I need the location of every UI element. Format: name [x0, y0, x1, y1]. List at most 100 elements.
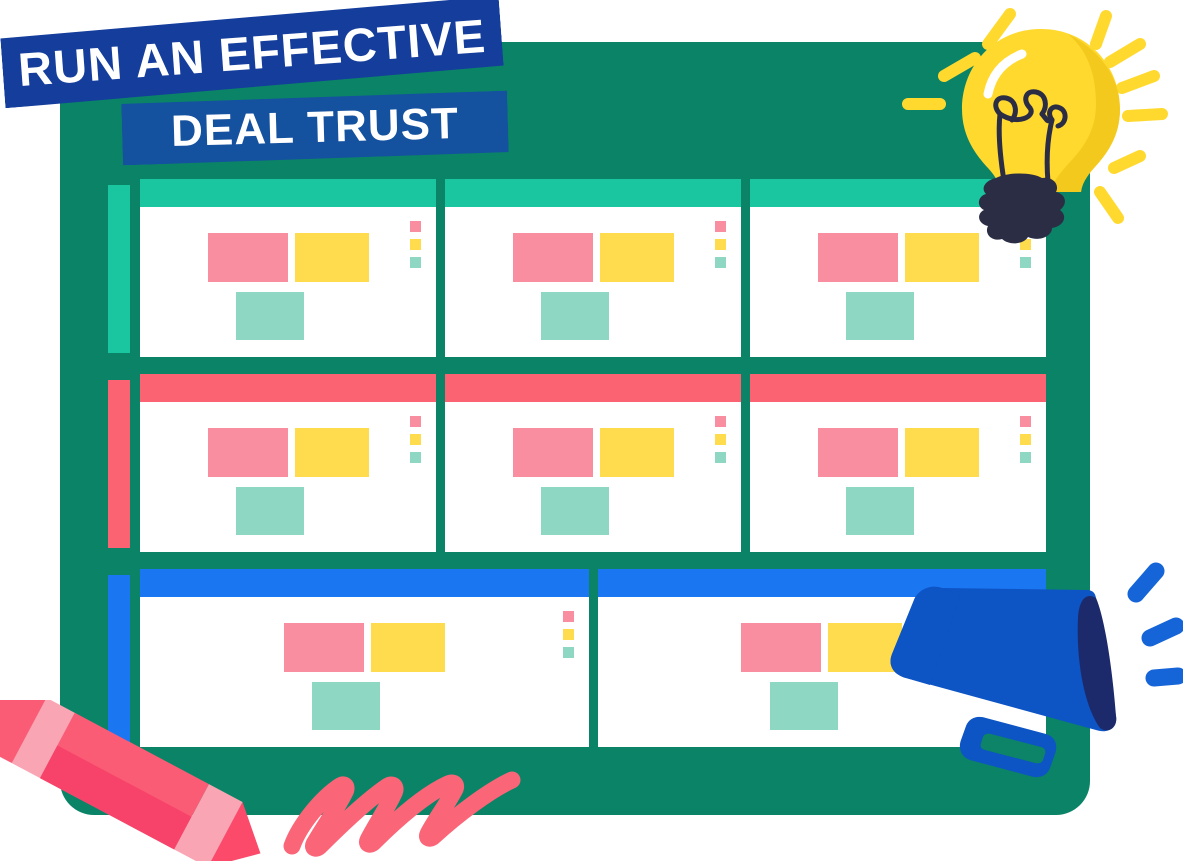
status-dot-yellow — [1020, 434, 1031, 445]
card-status-dots — [410, 416, 421, 463]
row-accent-bar-coral — [108, 380, 130, 548]
block-row-bottom — [140, 487, 436, 535]
status-dot-yellow — [410, 239, 421, 250]
card-2-1[interactable] — [140, 374, 436, 552]
block-row-top — [750, 233, 1046, 282]
block-row-bottom — [445, 487, 741, 535]
status-dot-pink — [410, 416, 421, 427]
block-row-bottom — [750, 292, 1046, 340]
block-row-bottom — [140, 682, 589, 730]
block-row-top — [598, 623, 1047, 672]
lightbulb-icon — [900, 0, 1183, 246]
row-cards — [140, 374, 1046, 552]
megaphone-back — [890, 586, 960, 685]
card-body — [445, 402, 741, 552]
card-content-blocks — [750, 428, 1046, 535]
row-accent-bar-blue — [108, 575, 130, 743]
card-3-1[interactable] — [140, 569, 589, 747]
content-block-yellow — [828, 623, 903, 672]
card-body — [750, 402, 1046, 552]
status-dot-yellow — [715, 434, 726, 445]
card-status-dots — [410, 221, 421, 268]
card-status-dots — [715, 221, 726, 268]
card-header — [750, 374, 1046, 402]
megaphone-icon — [878, 556, 1183, 806]
lightbulb-shadow — [1050, 34, 1120, 192]
title-line-2-text: DEAL TRUST — [170, 98, 460, 157]
card-body — [140, 207, 436, 357]
card-content-blocks — [140, 623, 589, 730]
status-dot-teal — [1020, 257, 1031, 268]
card-body — [445, 207, 741, 357]
card-status-dots — [562, 611, 574, 658]
card-2-3[interactable] — [750, 374, 1046, 552]
lightbulb-highlight — [983, 49, 1027, 99]
content-block-teal — [312, 682, 381, 730]
card-status-dots — [1020, 416, 1031, 463]
block-row-top — [140, 233, 436, 282]
status-dot-teal — [715, 257, 726, 268]
block-row-top — [445, 233, 741, 282]
card-content-blocks — [140, 428, 436, 535]
status-dot-yellow — [715, 239, 726, 250]
megaphone-handle-hole — [980, 733, 1046, 764]
status-dot-teal — [410, 257, 421, 268]
card-body — [140, 402, 436, 552]
content-block-teal — [236, 292, 304, 340]
lightbulb-base — [978, 173, 1065, 244]
content-block-teal — [846, 292, 914, 340]
content-block-teal — [541, 292, 609, 340]
content-block-pink — [283, 623, 364, 672]
status-dot-pink — [715, 221, 726, 232]
megaphone-inner — [1077, 596, 1117, 731]
content-block-yellow — [294, 428, 369, 477]
block-row-bottom — [140, 292, 436, 340]
scribble-path — [283, 771, 521, 857]
card-content-blocks — [598, 623, 1047, 730]
status-dot-yellow — [562, 629, 574, 640]
card-content-blocks — [445, 428, 741, 535]
card-1-2[interactable] — [445, 179, 741, 357]
content-block-pink — [741, 623, 822, 672]
board-row-coral — [108, 374, 1046, 552]
content-block-pink — [512, 233, 593, 282]
lightbulb-filament — [993, 89, 1068, 185]
content-block-yellow — [599, 233, 674, 282]
block-row-top — [140, 428, 436, 477]
megaphone-sound-lines — [1127, 562, 1183, 687]
status-dot-pink — [410, 221, 421, 232]
card-content-blocks — [445, 233, 741, 340]
block-row-bottom — [750, 487, 1046, 535]
content-block-pink — [817, 233, 898, 282]
card-header — [140, 569, 589, 597]
status-dot-teal — [562, 647, 574, 658]
card-body — [140, 597, 589, 747]
card-header — [140, 179, 436, 207]
card-header — [445, 374, 741, 402]
content-block-yellow — [904, 233, 979, 282]
status-dot-teal — [715, 452, 726, 463]
status-dot-yellow — [410, 434, 421, 445]
block-row-top — [445, 428, 741, 477]
block-row-top — [750, 428, 1046, 477]
card-2-2[interactable] — [445, 374, 741, 552]
status-dot-teal — [1020, 452, 1031, 463]
card-1-1[interactable] — [140, 179, 436, 357]
status-dot-pink — [1020, 416, 1031, 427]
pencil-body-shade — [40, 745, 192, 850]
content-block-pink — [207, 233, 288, 282]
block-row-bottom — [445, 292, 741, 340]
card-content-blocks — [750, 233, 1046, 340]
content-block-teal — [236, 487, 304, 535]
content-block-yellow — [599, 428, 674, 477]
status-dot-pink — [562, 611, 574, 622]
status-dot-teal — [410, 452, 421, 463]
status-dot-yellow — [1020, 239, 1031, 250]
pencil-ferrule — [11, 700, 77, 780]
content-block-teal — [769, 682, 838, 730]
block-row-top — [140, 623, 589, 672]
card-header — [445, 179, 741, 207]
scribble-mark — [278, 748, 538, 861]
lightbulb-rays — [902, 8, 1168, 224]
